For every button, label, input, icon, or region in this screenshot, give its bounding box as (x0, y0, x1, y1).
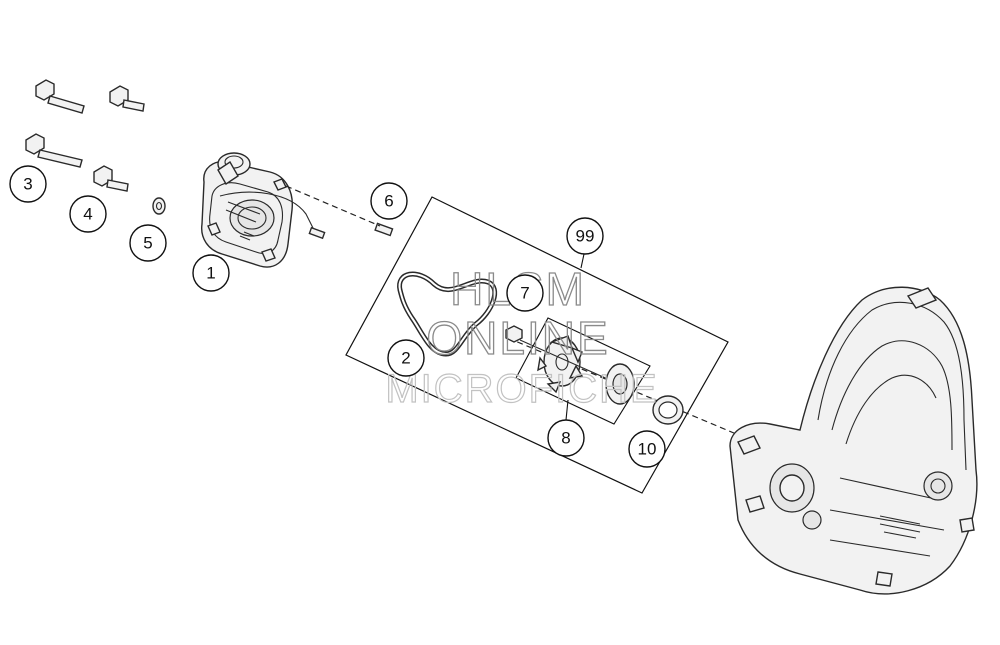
callout-10-label: 10 (638, 440, 657, 459)
kit-frame (345, 196, 729, 494)
water-pump-cover (201, 152, 293, 268)
callout-4[interactable]: 4 (69, 195, 107, 233)
bolt-long-top (35, 79, 85, 114)
gasket (397, 271, 498, 357)
bolt-short-mid (93, 165, 129, 192)
watermark-line3: MICROFICHE (385, 367, 658, 411)
callout-8[interactable]: 8 (547, 419, 585, 457)
pump-shaft (519, 339, 611, 381)
callout-6[interactable]: 6 (370, 182, 408, 220)
impeller (537, 335, 584, 394)
watermark-line2: ONLINE (426, 312, 609, 364)
callout-10[interactable]: 10 (628, 430, 666, 468)
leader-99 (580, 253, 585, 269)
washer (152, 197, 166, 215)
callout-4-label: 4 (83, 205, 92, 224)
callout-6-label: 6 (384, 192, 393, 211)
callout-7-label: 7 (520, 284, 529, 303)
callout-5-label: 5 (143, 234, 152, 253)
callout-99[interactable]: 99 (566, 217, 604, 255)
bolt-long-mid (25, 133, 83, 168)
leader-8 (565, 399, 569, 421)
clutch-cover (729, 286, 978, 595)
callout-1-label: 1 (206, 264, 215, 283)
callout-5[interactable]: 5 (129, 224, 167, 262)
radial-seal-ring (652, 395, 684, 425)
dowel-pin-left (308, 226, 326, 240)
callout-8-label: 8 (561, 429, 570, 448)
callout-99-label: 99 (576, 227, 595, 246)
callout-2-label: 2 (401, 349, 410, 368)
dowel-pin (374, 222, 394, 237)
shaft-seal-disk (605, 363, 635, 405)
bolt-short-top (109, 85, 145, 112)
callout-3-label: 3 (23, 175, 32, 194)
callout-7[interactable]: 7 (506, 274, 544, 312)
impeller-nut (505, 325, 523, 343)
callout-1[interactable]: 1 (192, 254, 230, 292)
axis-line-upper (285, 185, 381, 227)
impeller-kit-frame (515, 317, 651, 425)
watermark: HLSM ONLINE MICROFICHE (385, 262, 658, 411)
callout-2[interactable]: 2 (387, 339, 425, 377)
connector-wire (219, 191, 317, 235)
callout-3[interactable]: 3 (9, 165, 47, 203)
